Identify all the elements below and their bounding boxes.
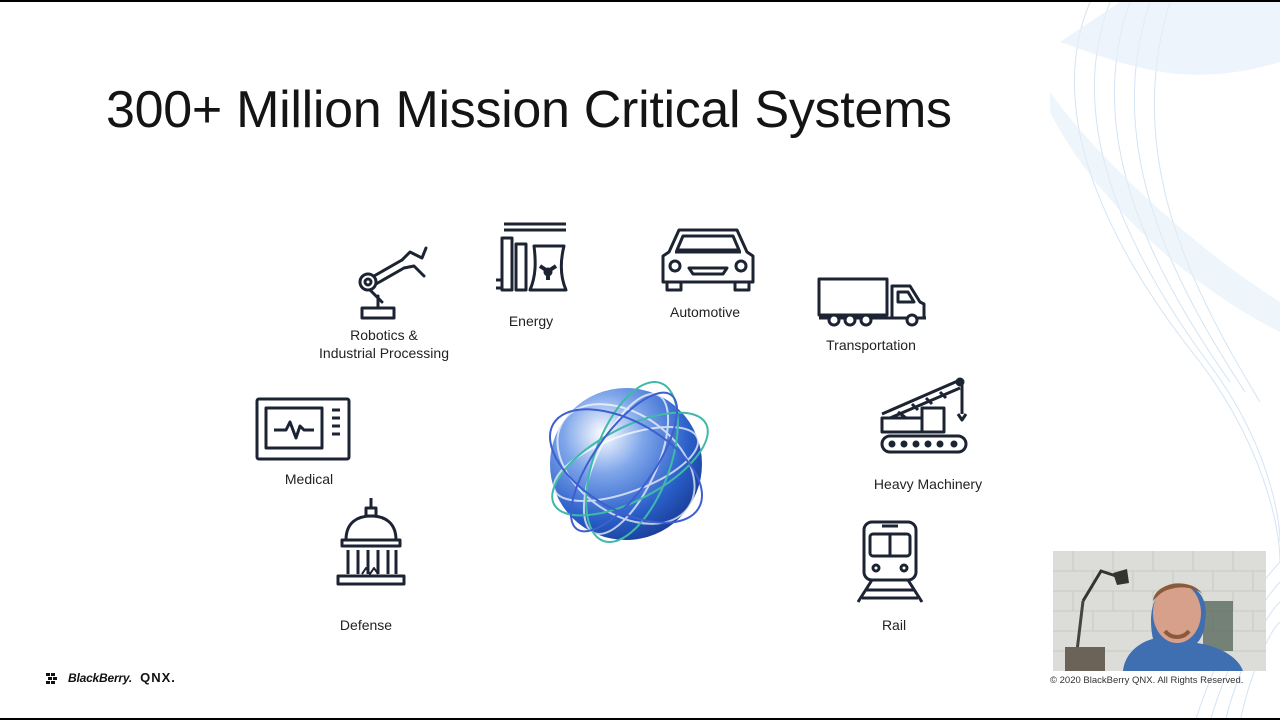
heavy-machinery-label: Heavy Machinery (873, 476, 983, 492)
slide-title: 300+ Million Mission Critical Systems (106, 81, 952, 139)
capitol-building-icon (334, 496, 408, 588)
car-icon (659, 222, 757, 294)
blackberry-dots-icon (46, 672, 60, 684)
crane-icon (878, 374, 972, 458)
qnx-wordmark: QNX. (140, 670, 176, 685)
train-icon (852, 518, 928, 606)
blackberry-qnx-logo: BlackBerry. QNX. (46, 670, 176, 685)
presenter-webcam-video[interactable] (1053, 551, 1266, 671)
robot-arm-icon (352, 242, 432, 324)
transportation-label: Transportation (826, 337, 916, 353)
defense-label: Defense (339, 617, 393, 633)
medical-monitor-icon (254, 396, 352, 462)
copyright-text: © 2020 BlackBerry QNX. All Rights Reserv… (1050, 675, 1244, 686)
power-plant-icon (494, 218, 570, 296)
medical-label: Medical (284, 471, 334, 487)
robotics-label-line1: Robotics & (350, 327, 418, 343)
robotics-label: Robotics & Industrial Processing (319, 326, 449, 362)
rail-label: Rail (881, 617, 907, 633)
globe-icon (540, 370, 720, 559)
energy-label: Energy (508, 313, 554, 329)
blackberry-wordmark: BlackBerry. (68, 670, 133, 685)
automotive-label: Automotive (669, 304, 741, 320)
truck-icon (816, 276, 928, 328)
robotics-label-line2: Industrial Processing (319, 345, 449, 361)
